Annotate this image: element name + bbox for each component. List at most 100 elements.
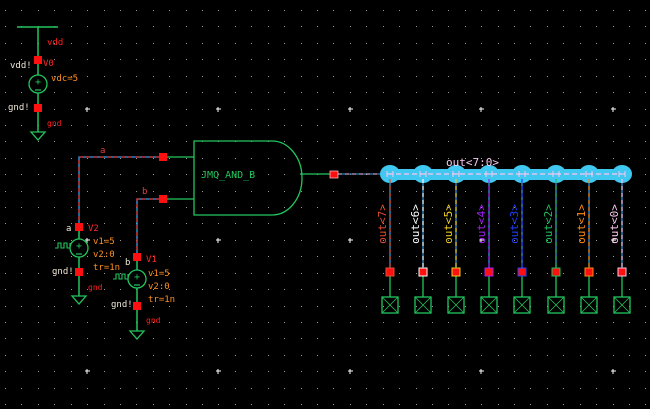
grid-dot: [580, 125, 581, 126]
grid-dot: [514, 125, 515, 126]
v2-pin-plus[interactable]: [75, 223, 83, 231]
grid-dot: [416, 125, 417, 126]
grid-dot: [5, 125, 6, 126]
v1-pin-plus[interactable]: [133, 253, 141, 261]
tap-pin[interactable]: [551, 267, 561, 277]
grid-dot: [136, 10, 137, 11]
output-terminal-box[interactable]: [381, 296, 399, 314]
grid-dot: [563, 141, 564, 142]
pulse-source-v1[interactable]: + b V1 v1=5 v2:0 tr=1n gnd! gnd: [111, 253, 175, 340]
v0-pin-minus[interactable]: [34, 104, 42, 112]
grid-dot: [5, 191, 6, 192]
grid-dot: [218, 10, 219, 11]
output-tap[interactable]: out<5>: [442, 179, 465, 314]
grid-dot: [317, 322, 318, 323]
grid-dot: [645, 240, 646, 241]
output-tap[interactable]: out<6>: [409, 179, 432, 314]
tap-pin[interactable]: [385, 267, 395, 277]
output-tap[interactable]: out<3>: [508, 179, 531, 314]
v0-pin-plus[interactable]: [34, 56, 42, 64]
grid-dot: [580, 322, 581, 323]
grid-dot: [251, 273, 252, 274]
grid-dot: [235, 158, 236, 159]
grid-dot: [284, 76, 285, 77]
output-tap[interactable]: out<7>: [376, 179, 399, 314]
grid-dot: [399, 76, 400, 77]
grid-dot: [416, 273, 417, 274]
grid-dot: [333, 306, 334, 307]
grid-dot: [416, 355, 417, 356]
tap-pin[interactable]: [418, 267, 428, 277]
grid-dot: [235, 191, 236, 192]
output-tap[interactable]: out<4>: [475, 179, 498, 314]
pulse-source-v2[interactable]: + a V2 v1=5 v2:0 tr=1n gnd! gnd: [52, 223, 120, 305]
tap-pin[interactable]: [517, 267, 527, 277]
output-terminal-box[interactable]: [513, 296, 531, 314]
grid-dot: [580, 26, 581, 27]
output-tap[interactable]: out<1>: [575, 179, 598, 314]
output-terminal-box[interactable]: [547, 296, 565, 314]
grid-dot: [580, 338, 581, 339]
grid-dot: [366, 306, 367, 307]
output-terminal-box[interactable]: [447, 296, 465, 314]
output-tap[interactable]: out<0>: [608, 179, 631, 314]
supply-source-v0[interactable]: + vdd vdd! V0 vdc=5 gnd! gnd: [8, 26, 78, 141]
and-gate-instance[interactable]: JMQ_AND_B: [159, 140, 339, 216]
v1-pin-minus[interactable]: [133, 302, 141, 310]
grid-dot: [71, 191, 72, 192]
grid-dot: [465, 355, 466, 356]
grid-dot: [235, 371, 236, 372]
grid-dot: [202, 191, 203, 192]
gate-pin-b[interactable]: [159, 195, 167, 203]
net-a[interactable]: a: [78, 146, 163, 227]
grid-dot: [21, 404, 22, 405]
grid-dot: [596, 59, 597, 60]
grid-dot: [268, 92, 269, 93]
grid-dot: [38, 388, 39, 389]
output-terminal-box[interactable]: [580, 296, 598, 314]
grid-dot: [54, 404, 55, 405]
grid-dot: [366, 207, 367, 208]
grid-dot: [104, 207, 105, 208]
grid-dot: [54, 43, 55, 44]
tap-pin[interactable]: [484, 267, 494, 277]
v2-pin-minus[interactable]: [75, 268, 83, 276]
grid-dot: [547, 256, 548, 257]
grid-dot: [416, 338, 417, 339]
grid-dot: [218, 207, 219, 208]
grid-dot: [498, 338, 499, 339]
output-terminal-box[interactable]: [613, 296, 631, 314]
net-b[interactable]: b: [136, 187, 163, 257]
grid-dot: [218, 306, 219, 307]
grid-dot: [169, 43, 170, 44]
grid-dot: [498, 158, 499, 159]
grid-dot: [104, 59, 105, 60]
grid-dot: [71, 109, 72, 110]
grid-dot: [186, 59, 187, 60]
grid-dot: [629, 322, 630, 323]
grid-dot: [104, 355, 105, 356]
grid-dot: [218, 338, 219, 339]
output-terminal-box[interactable]: [414, 296, 432, 314]
grid-dot: [629, 388, 630, 389]
gate-pin-out[interactable]: [329, 170, 339, 179]
gate-pin-a[interactable]: [159, 153, 167, 161]
grid-dot: [284, 158, 285, 159]
param-vdc: vdc=5: [51, 74, 78, 84]
grid-dot: [54, 109, 55, 110]
grid-dot: [416, 141, 417, 142]
grid-dot: [186, 207, 187, 208]
grid-dot: [350, 322, 351, 323]
tap-pin[interactable]: [584, 267, 594, 277]
tap-pin[interactable]: [617, 267, 627, 277]
grid-dot: [251, 240, 252, 241]
output-bus[interactable]: out<7:0>: [338, 156, 632, 183]
grid-dot: [432, 125, 433, 126]
output-terminal-box[interactable]: [480, 296, 498, 314]
grid-dot: [580, 10, 581, 11]
output-tap[interactable]: out<2>: [542, 179, 565, 314]
grid-dot: [465, 223, 466, 224]
tap-pin[interactable]: [451, 267, 461, 277]
grid-dot: [399, 191, 400, 192]
